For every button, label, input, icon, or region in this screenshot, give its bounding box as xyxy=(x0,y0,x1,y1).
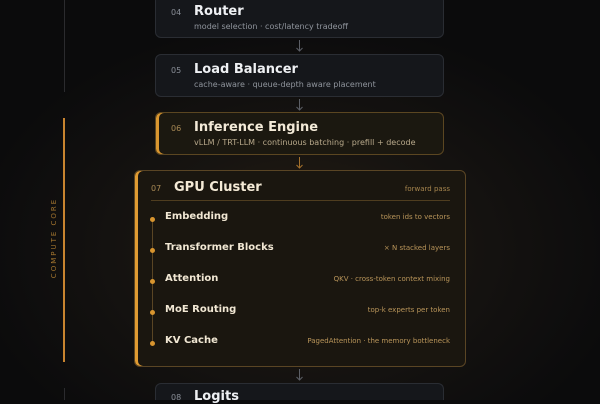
stage-title: Router xyxy=(194,4,244,19)
layer-embedding[interactable]: Embedding token ids to vectors xyxy=(135,211,465,229)
stage-gpu-cluster[interactable]: 07 GPU Cluster forward pass Embedding to… xyxy=(134,170,466,367)
layer-dot-icon xyxy=(150,279,155,284)
layer-name: MoE Routing xyxy=(165,304,237,315)
stage-logits[interactable]: 08 Logits xyxy=(155,383,444,404)
stage-number: 08 xyxy=(171,393,182,402)
stage-number: 05 xyxy=(171,66,182,75)
layer-desc: token ids to vectors xyxy=(380,213,450,221)
layer-desc: top-k experts per token xyxy=(367,306,450,314)
layer-name: Transformer Blocks xyxy=(165,242,274,253)
layer-attention[interactable]: Attention QKV · cross-token context mixi… xyxy=(135,273,465,291)
layer-transformer-blocks[interactable]: Transformer Blocks × N stacked layers xyxy=(135,242,465,260)
pipeline-rail-lower xyxy=(64,388,65,400)
stage-subtitle: vLLM / TRT-LLM · continuous batching · p… xyxy=(194,138,416,147)
pipeline-rail-upper xyxy=(64,0,65,92)
layer-name: Attention xyxy=(165,273,219,284)
compute-core-rail xyxy=(63,118,65,362)
flow-arrow-icon xyxy=(296,369,303,381)
layer-dot-icon xyxy=(150,217,155,222)
stage-title: GPU Cluster xyxy=(174,180,262,195)
layer-moe-routing[interactable]: MoE Routing top-k experts per token xyxy=(135,304,465,322)
layer-name: Embedding xyxy=(165,211,229,222)
stage-number: 07 xyxy=(151,184,162,193)
flow-arrow-icon xyxy=(296,157,303,169)
layer-dot-icon xyxy=(150,248,155,253)
stage-subtitle: model selection · cost/latency tradeoff xyxy=(194,22,348,31)
layer-name: KV Cache xyxy=(165,335,218,346)
layer-desc: QKV · cross-token context mixing xyxy=(333,275,450,283)
stage-number: 04 xyxy=(171,8,182,17)
layer-desc: PagedAttention · the memory bottleneck xyxy=(307,337,450,345)
flow-arrow-icon xyxy=(296,40,303,52)
layer-kv-cache[interactable]: KV Cache PagedAttention · the memory bot… xyxy=(135,335,465,353)
compute-core-label: COMPUTE CORE xyxy=(50,197,58,279)
cluster-divider xyxy=(151,200,450,201)
stage-router[interactable]: 04 Router model selection · cost/latency… xyxy=(155,0,444,38)
stage-title: Inference Engine xyxy=(194,120,319,135)
stage-load-balancer[interactable]: 05 Load Balancer cache-aware · queue-dep… xyxy=(155,54,444,97)
stage-number: 06 xyxy=(171,124,182,133)
layer-desc: × N stacked layers xyxy=(383,244,450,252)
layer-dot-icon xyxy=(150,341,155,346)
stage-title: Load Balancer xyxy=(194,62,298,77)
stage-inference-engine[interactable]: 06 Inference Engine vLLM / TRT-LLM · con… xyxy=(155,112,444,155)
cluster-meta: forward pass xyxy=(404,185,450,193)
stage-title: Logits xyxy=(194,389,239,404)
layer-dot-icon xyxy=(150,310,155,315)
stage-subtitle: cache-aware · queue-depth aware placemen… xyxy=(194,80,376,89)
flow-arrow-icon xyxy=(296,99,303,111)
